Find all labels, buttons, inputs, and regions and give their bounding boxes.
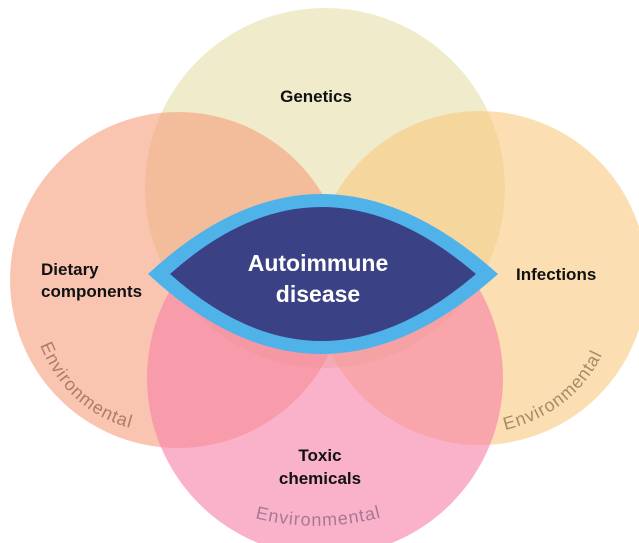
genetics-label: Genetics <box>280 87 352 106</box>
center-lens <box>170 207 476 341</box>
infections-label: Infections <box>516 265 596 284</box>
toxic-label-line1: Toxic <box>298 446 341 465</box>
center-label-line2: disease <box>276 281 360 307</box>
toxic-label-line2: chemicals <box>279 469 361 488</box>
dietary-label-line1: Dietary <box>41 260 99 279</box>
dietary-label-line2: components <box>41 282 142 301</box>
center-label-line1: Autoimmune <box>248 250 389 276</box>
